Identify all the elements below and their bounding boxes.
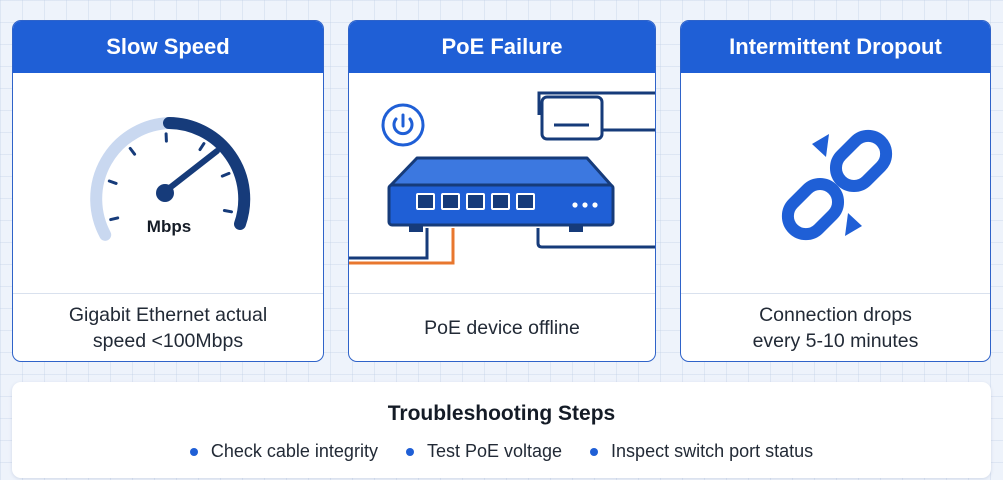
steps-title: Troubleshooting Steps (387, 402, 616, 425)
bullet-icon (189, 447, 198, 456)
description-line: Connection drops (759, 304, 912, 326)
card-description: Gigabit Ethernet actual speed <100Mbps (13, 294, 323, 361)
card-title: Slow Speed (13, 21, 323, 73)
step-item: Test PoE voltage (405, 441, 563, 462)
description-line: Gigabit Ethernet actual (68, 304, 268, 326)
bullet-icon (405, 447, 414, 456)
card-title: Intermittent Dropout (681, 21, 990, 73)
step-label: Check cable integrity (210, 441, 378, 461)
broken-link-illustration (681, 73, 990, 294)
description-line: PoE device offline (424, 317, 580, 339)
troubleshooting-steps-panel: Troubleshooting Steps Check cable integr… (12, 382, 991, 478)
poe-failure-card: PoE Failure (348, 20, 656, 362)
speedometer-icon (90, 117, 251, 241)
description-line: speed <100Mbps (92, 330, 244, 352)
speedometer-illustration: Mbps (13, 73, 323, 294)
broken-link-icon (781, 129, 893, 241)
step-item: Inspect switch port status (590, 441, 813, 462)
card-description: PoE device offline (349, 294, 655, 361)
step-item: Check cable integrity (189, 441, 378, 462)
bullet-icon (590, 447, 599, 456)
steps-list: Check cable integrity Test PoE voltage I… (12, 441, 991, 462)
step-label: Test PoE voltage (426, 441, 563, 461)
card-description: Connection drops every 5-10 minutes (681, 294, 990, 361)
step-label: Inspect switch port status (611, 441, 814, 461)
power-icon (381, 103, 425, 147)
slow-speed-card: Slow Speed Mbps Gigabit Ethernet actual (12, 20, 324, 362)
network-switch-illustration (349, 73, 655, 294)
network-switch-icon (349, 91, 655, 265)
card-title: PoE Failure (349, 21, 655, 73)
gauge-unit-label: Mbps (146, 217, 192, 236)
description-line: every 5-10 minutes (752, 330, 919, 352)
intermittent-dropout-card: Intermittent Dropout Connection drops ev… (680, 20, 991, 362)
